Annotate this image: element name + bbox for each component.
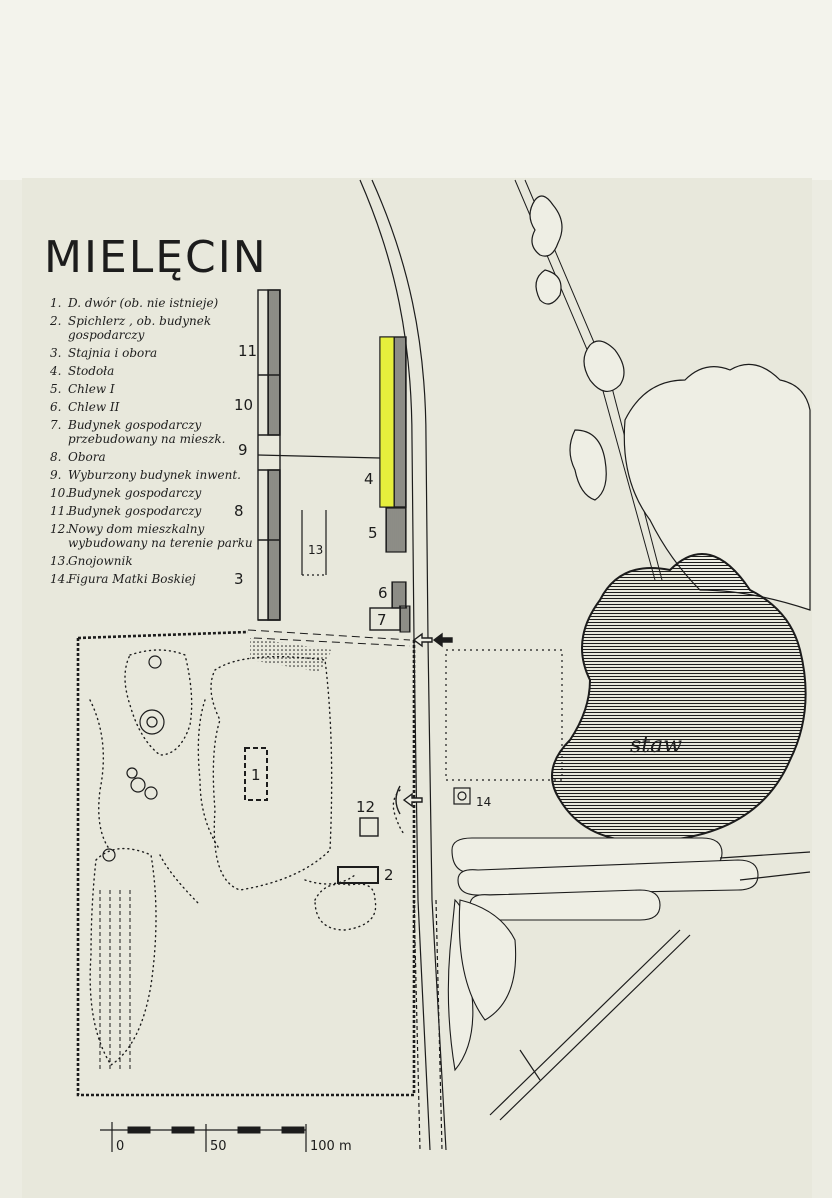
building-14-shrine	[453, 787, 471, 805]
legend-num: 13.	[50, 554, 70, 568]
label-9: 9	[238, 441, 248, 459]
label-13: 13	[308, 543, 323, 557]
legend-num: 1.	[50, 296, 62, 310]
pond-label: staw	[630, 733, 682, 758]
building-7-annex	[399, 605, 411, 633]
legend-text: Budynek gospodarczy	[68, 504, 202, 518]
yard-line	[257, 454, 381, 459]
legend-item: 13.Gnojownik	[50, 554, 255, 568]
upper-paper-band	[0, 0, 832, 180]
tree-columns	[99, 890, 131, 1070]
legend-item: 6. Chlew II	[50, 400, 255, 414]
legend-item: 7. Budynek gospodarczy przebudowany na mi…	[50, 418, 255, 446]
legend-text: Budynek gospodarczy przebudowany na mies…	[68, 418, 226, 446]
legend-num: 4.	[50, 364, 62, 378]
label-6: 6	[378, 584, 388, 602]
legend-text: Stodoła	[68, 364, 115, 378]
building-1-former-manor	[244, 747, 268, 801]
legend-text: Chlew II	[68, 400, 120, 414]
legend-num: 8.	[50, 450, 62, 464]
legend-item: 1. D. dwór (ob. nie istnieje)	[50, 296, 255, 310]
label-7: 7	[377, 611, 387, 629]
field-boundary	[489, 851, 811, 1121]
legend-num: 7.	[50, 418, 62, 432]
legend-item: 10.Budynek gospodarczy	[50, 486, 255, 500]
manure-heap	[301, 510, 327, 576]
legend-num: 3.	[50, 346, 62, 360]
legend-text: Gnojownik	[68, 554, 133, 568]
legend-num: 11.	[50, 504, 70, 518]
legend-text: Figura Matki Boskiej	[68, 572, 196, 586]
scale-mid: 50	[210, 1139, 227, 1154]
legend-num: 6.	[50, 400, 62, 414]
label-12: 12	[356, 798, 375, 816]
legend-item: 8. Obora	[50, 450, 255, 464]
label-10: 10	[234, 396, 253, 414]
building-5	[385, 507, 407, 553]
park-trees	[102, 655, 165, 862]
label-2: 2	[384, 866, 394, 884]
legend-item: 9. Wyburzony budynek inwent.	[50, 468, 255, 482]
label-4: 4	[364, 470, 374, 488]
legend-num: 5.	[50, 382, 62, 396]
legend-num: 14.	[50, 572, 70, 586]
legend-text: Spichlerz , ob. budynek gospodarczy	[68, 314, 212, 342]
legend-text: Chlew I	[68, 382, 115, 396]
dashed-driveway-2	[253, 637, 411, 647]
dashed-driveway	[247, 629, 411, 641]
legend-num: 9.	[50, 468, 62, 482]
label-14: 14	[476, 795, 491, 809]
legend-text: Budynek gospodarczy	[68, 486, 202, 500]
label-3: 3	[234, 570, 244, 588]
park-groves	[89, 649, 406, 1066]
legend-text: D. dwór (ob. nie istnieje)	[68, 296, 219, 310]
legend-text: Obora	[68, 450, 106, 464]
legend-item: 5. Chlew I	[50, 382, 255, 396]
legend-item: 3. Stajnia i obora	[50, 346, 255, 360]
legend-item: 14.Figura Matki Boskiej	[50, 572, 255, 586]
legend: 1. D. dwór (ob. nie istnieje) 2. Spichlerz…	[50, 296, 255, 590]
scale-end: 100 m	[310, 1139, 352, 1154]
building-labels: 11 10 9 8 3 4 5 6 7 13 1 2 12 14	[234, 342, 491, 884]
building-2-granary	[337, 866, 379, 884]
pond: staw	[551, 553, 807, 843]
building-4-highlight	[379, 336, 395, 508]
label-11: 11	[238, 342, 257, 360]
legend-text: Nowy dom mieszkalny wybudowany na tereni…	[68, 522, 253, 550]
scale-zero: 0	[116, 1139, 124, 1154]
building-12-new-house	[359, 817, 379, 837]
park-boundary	[76, 630, 416, 1097]
tree-line-upper	[529, 195, 811, 611]
dotted-plot	[445, 649, 563, 781]
road	[359, 179, 447, 1151]
planted-strip	[250, 638, 332, 672]
legend-text: Wyburzony budynek inwent.	[68, 468, 241, 482]
legend-item: 12.Nowy dom mieszkalny wybudowany na ter…	[50, 522, 255, 550]
legend-num: 10.	[50, 486, 70, 500]
legend-num: 2.	[50, 314, 62, 328]
legend-num: 12.	[50, 522, 70, 536]
label-5: 5	[368, 524, 378, 542]
legend-text: Stajnia i obora	[68, 346, 158, 360]
building-6	[391, 581, 407, 609]
legend-item: 11.Budynek gospodarczy	[50, 504, 255, 518]
entrance-arrows	[395, 632, 453, 815]
map-title: MIELĘCIN	[44, 232, 268, 283]
tree-rows-lower	[447, 837, 759, 1072]
label-1: 1	[251, 766, 261, 784]
scale-bar: 0 50 100 m	[100, 1122, 352, 1154]
label-8: 8	[234, 502, 244, 520]
legend-item: 2. Spichlerz , ob. budynek gospodarczy	[50, 314, 255, 342]
legend-item: 4. Stodoła	[50, 364, 255, 378]
